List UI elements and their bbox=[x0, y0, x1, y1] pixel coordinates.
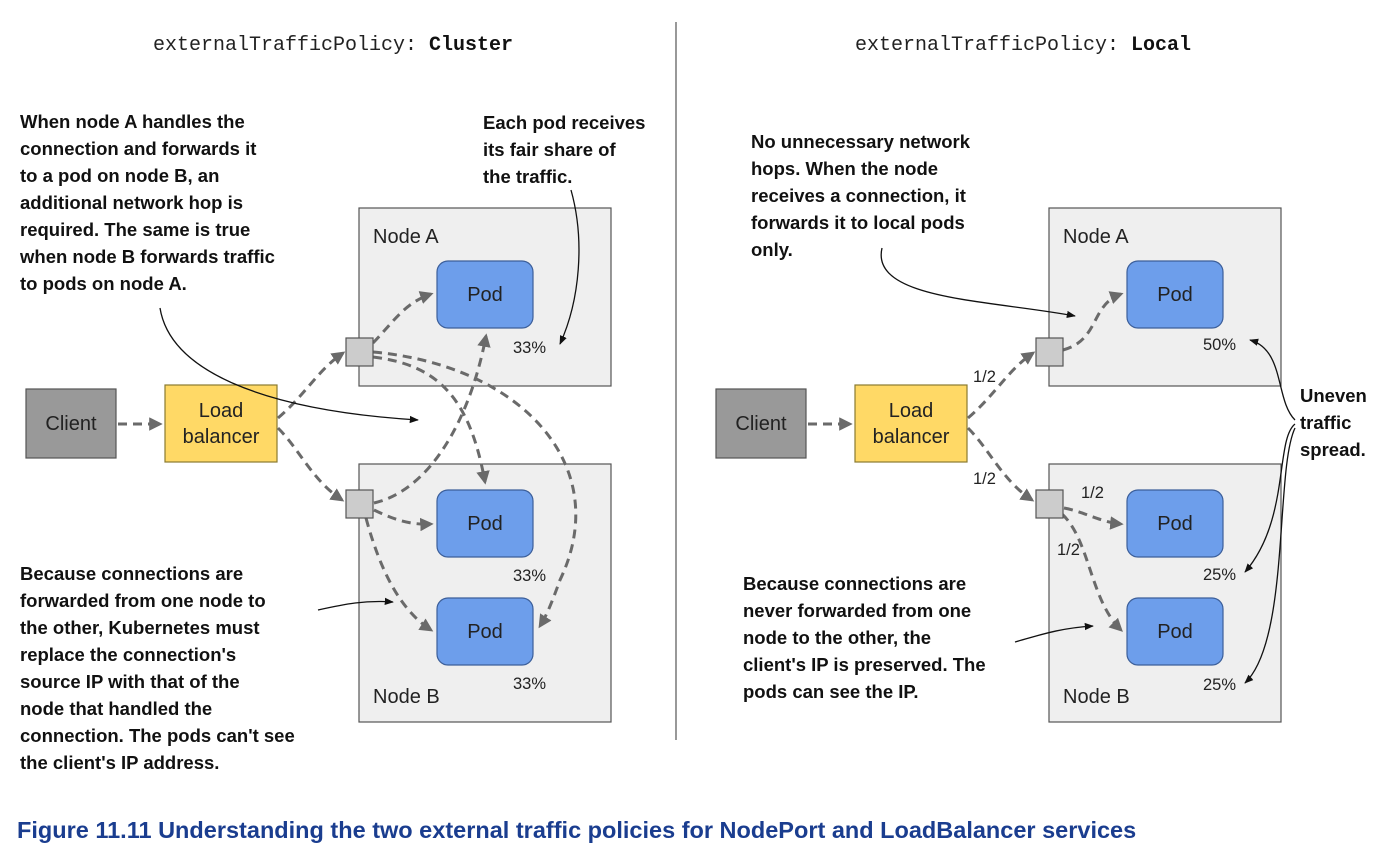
cluster-flow-a-pod2 bbox=[372, 355, 490, 485]
local-node-a-port bbox=[1035, 337, 1064, 367]
local-flow-b-pod2 bbox=[1063, 506, 1124, 530]
cluster-callout-share-arrow bbox=[559, 189, 580, 345]
local-callout-uneven-arrow-25a bbox=[1244, 423, 1296, 573]
local-fraction-lb-b: 1/2 bbox=[973, 470, 996, 488]
cluster-title: externalTrafficPolicy: Cluster bbox=[153, 34, 513, 57]
cluster-annotation-share: Each pod receives its fair share of the … bbox=[483, 112, 651, 187]
cluster-pod-3 bbox=[436, 597, 534, 666]
local-pod-2-share: 25% bbox=[1203, 566, 1236, 584]
local-title: externalTrafficPolicy: Local bbox=[855, 34, 1191, 57]
local-flow-lb-node-a bbox=[967, 351, 1036, 420]
local-client-label: Client bbox=[735, 413, 787, 435]
cluster-pod-1-share: 33% bbox=[513, 339, 546, 357]
local-callout-ip-arrow bbox=[1014, 622, 1094, 643]
cluster-pod-1-label: Pod bbox=[467, 284, 503, 306]
local-annotation-ip-preserved: Because connections are never forwarded … bbox=[743, 573, 991, 702]
cluster-client bbox=[25, 388, 117, 459]
local-pod-1 bbox=[1126, 260, 1224, 329]
cluster-callout-ip-arrow bbox=[317, 597, 394, 611]
cluster-flow-b-pod2 bbox=[373, 508, 434, 532]
local-callout-uneven-arrow-50 bbox=[1249, 338, 1296, 421]
cluster-pod-2-share: 33% bbox=[513, 567, 546, 585]
cluster-client-label: Client bbox=[45, 413, 97, 435]
local-pod-3-share: 25% bbox=[1203, 676, 1236, 694]
local-pod-3-label: Pod bbox=[1157, 621, 1193, 643]
local-node-b bbox=[1048, 463, 1282, 723]
cluster-annotation-source-ip: Because connections are forwarded from o… bbox=[20, 563, 300, 773]
cluster-flow-lb-node-b bbox=[276, 426, 345, 502]
local-fraction-lb-a: 1/2 bbox=[973, 368, 996, 386]
cluster-annotation-hop: When node A handles the connection and f… bbox=[19, 111, 280, 294]
cluster-flow-a-pod3 bbox=[372, 350, 578, 629]
local-node-b-label: Node B bbox=[1063, 686, 1130, 708]
local-pod-3 bbox=[1126, 597, 1224, 666]
cluster-lb-label-2: balancer bbox=[183, 426, 260, 448]
cluster-load-balancer bbox=[164, 384, 278, 463]
cluster-node-b-port bbox=[345, 489, 374, 519]
cluster-pod-3-share: 33% bbox=[513, 675, 546, 693]
local-flow-b-pod3 bbox=[1060, 512, 1123, 632]
cluster-pod-3-label: Pod bbox=[467, 621, 503, 643]
local-lb-label-2: balancer bbox=[873, 426, 950, 448]
local-load-balancer bbox=[854, 384, 968, 463]
local-fraction-b-pod3: 1/2 bbox=[1057, 541, 1080, 559]
cluster-node-a-port bbox=[345, 337, 374, 367]
local-pod-1-share: 50% bbox=[1203, 336, 1236, 354]
local-panel: externalTrafficPolicy: Local Node A Node… bbox=[715, 34, 1372, 723]
cluster-pod-2 bbox=[436, 489, 534, 558]
cluster-lb-label-1: Load bbox=[199, 400, 244, 422]
cluster-pod-1 bbox=[436, 260, 534, 329]
cluster-node-b-label: Node B bbox=[373, 686, 440, 708]
local-callout-uneven-arrow-25b bbox=[1244, 427, 1296, 684]
figure-caption: Figure 11.11 Understanding the two exter… bbox=[17, 817, 1137, 843]
cluster-pod-2-label: Pod bbox=[467, 513, 503, 535]
cluster-panel: externalTrafficPolicy: Cluster Node A No… bbox=[19, 34, 651, 773]
cluster-callout-hop-arrow bbox=[159, 307, 419, 424]
cluster-flow-b-pod1 bbox=[373, 333, 491, 505]
local-pod-2-label: Pod bbox=[1157, 513, 1193, 535]
local-pod-1-label: Pod bbox=[1157, 284, 1193, 306]
local-lb-label-1: Load bbox=[889, 400, 934, 422]
local-client bbox=[715, 388, 807, 459]
local-fraction-b-pod2: 1/2 bbox=[1081, 484, 1104, 502]
cluster-flow-a-pod1 bbox=[371, 291, 434, 345]
cluster-flow-b-pod3 bbox=[364, 517, 434, 632]
local-pod-2 bbox=[1126, 489, 1224, 558]
cluster-flow-lb-node-a bbox=[277, 351, 346, 420]
local-annotation-no-hops: No unnecessary network hops. When the no… bbox=[751, 131, 975, 260]
local-node-a-label: Node A bbox=[1063, 226, 1129, 248]
traffic-policy-diagram: externalTrafficPolicy: Cluster Node A No… bbox=[19, 22, 1372, 773]
local-callout-no-hops-arrow bbox=[880, 247, 1076, 319]
cluster-node-a-label: Node A bbox=[373, 226, 439, 248]
local-annotation-uneven: Uneven traffic spread. bbox=[1300, 385, 1372, 460]
local-node-b-port bbox=[1035, 489, 1064, 519]
local-flow-lb-node-b bbox=[966, 426, 1035, 502]
